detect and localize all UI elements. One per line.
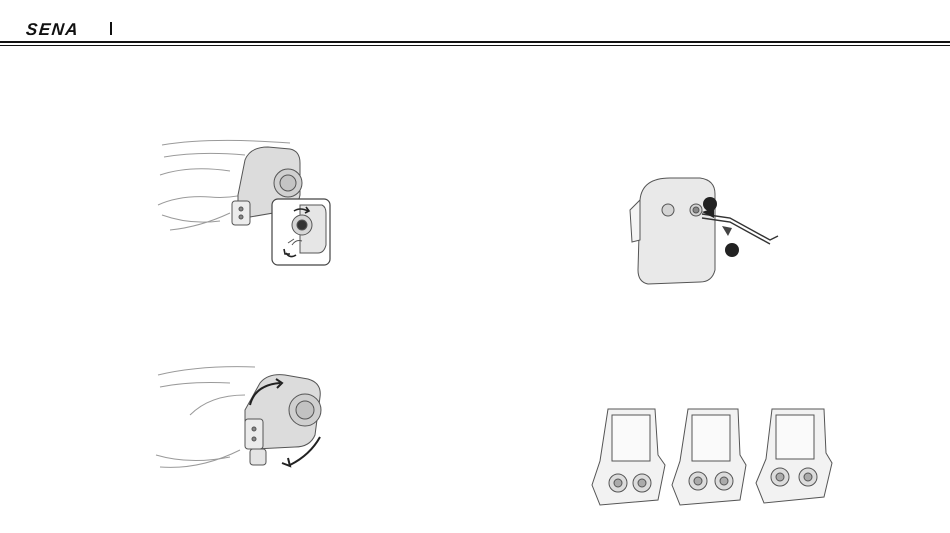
remove-unit-illustration xyxy=(150,135,340,270)
header-rule-thick xyxy=(0,41,950,43)
figure-rotate-unit xyxy=(150,355,330,480)
header-rule-thin xyxy=(0,45,950,46)
clamp-variants-illustration xyxy=(580,405,850,513)
callout-1-circle xyxy=(703,197,717,211)
figure-clamp-variants xyxy=(580,405,850,513)
brand-logo: SENA xyxy=(25,20,80,40)
logo-separator xyxy=(110,22,112,35)
clamp-wrench-illustration xyxy=(620,170,790,290)
callout-2-circle xyxy=(725,243,739,257)
figure-clamp-wrench xyxy=(620,170,790,290)
page-header: SENA xyxy=(0,0,950,48)
rotate-unit-illustration xyxy=(150,355,330,480)
figure-remove-unit xyxy=(150,135,340,270)
